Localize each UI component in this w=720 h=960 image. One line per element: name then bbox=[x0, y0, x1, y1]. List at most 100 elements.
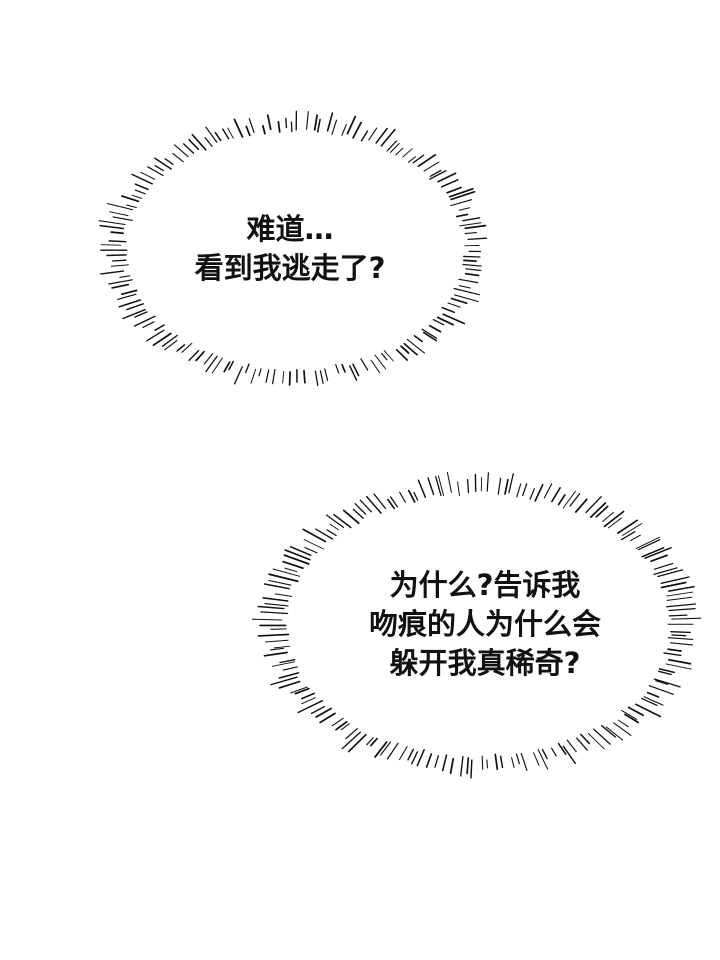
burst-1-stroke bbox=[303, 369, 306, 384]
burst-1-stroke bbox=[422, 331, 438, 342]
burst-1-stroke bbox=[442, 313, 466, 325]
burst-2-stroke bbox=[666, 591, 694, 597]
burst-1-stroke bbox=[462, 263, 482, 267]
burst-2-stroke bbox=[413, 491, 419, 501]
burst-2-stroke bbox=[622, 523, 643, 536]
burst-1-stroke bbox=[140, 171, 156, 180]
burst-1-stroke bbox=[248, 118, 255, 133]
burst-2-stroke bbox=[278, 672, 300, 679]
burst-2-stroke bbox=[341, 731, 361, 750]
burst-2-stroke bbox=[335, 721, 348, 731]
burst-1-stroke bbox=[352, 121, 362, 139]
burst-1-stroke bbox=[465, 268, 482, 272]
burst-1-stroke bbox=[455, 213, 469, 218]
burst-2-stroke bbox=[263, 583, 290, 590]
burst-2-stroke bbox=[387, 498, 396, 510]
burst-2-stroke bbox=[331, 717, 344, 727]
burst-1-stroke bbox=[204, 137, 213, 147]
burst-2-stroke bbox=[669, 642, 694, 646]
burst-2-stroke bbox=[272, 568, 301, 577]
burst-1-stroke bbox=[335, 364, 340, 374]
burst-1-stroke bbox=[437, 172, 457, 183]
burst-2-stroke bbox=[389, 496, 399, 508]
burst-1-stroke bbox=[386, 140, 398, 152]
burst-2-stroke bbox=[446, 471, 452, 493]
burst-2-stroke bbox=[333, 513, 352, 529]
burst-1-stroke bbox=[250, 368, 257, 384]
burst-2-stroke bbox=[263, 651, 288, 657]
burst-1-stroke bbox=[109, 211, 129, 217]
burst-2-stroke bbox=[648, 685, 674, 695]
burst-1-stroke bbox=[389, 142, 400, 153]
burst-1-stroke bbox=[402, 148, 413, 158]
burst-1-stroke bbox=[436, 316, 454, 326]
burst-2-stroke bbox=[274, 593, 292, 597]
burst-1-stroke bbox=[118, 299, 142, 308]
burst-1-stroke bbox=[408, 156, 416, 163]
burst-2-stroke bbox=[270, 676, 298, 686]
burst-2-stroke bbox=[576, 737, 588, 751]
burst-1-stroke bbox=[450, 190, 476, 201]
burst-2-stroke bbox=[671, 634, 687, 637]
bubble-2-line-2: 吻痕的人为什么会 bbox=[368, 607, 601, 641]
burst-2-stroke bbox=[668, 614, 688, 617]
burst-2-stroke bbox=[417, 479, 427, 499]
burst-1-stroke bbox=[306, 111, 309, 130]
burst-2-stroke bbox=[268, 573, 299, 583]
burst-2-stroke bbox=[670, 631, 691, 634]
burst-2-stroke bbox=[663, 652, 682, 657]
burst-1-stroke bbox=[412, 154, 425, 164]
burst-1-stroke bbox=[205, 126, 218, 143]
burst-2-stroke bbox=[315, 707, 332, 718]
burst-1-stroke bbox=[450, 297, 468, 305]
burst-2-stroke bbox=[557, 494, 566, 506]
burst-1-stroke bbox=[117, 293, 137, 300]
burst-2-stroke bbox=[516, 483, 522, 498]
burst-1-stroke bbox=[191, 133, 207, 151]
burst-2-stroke bbox=[668, 585, 695, 592]
burst-1-stroke bbox=[121, 195, 140, 203]
burst-2-stroke bbox=[617, 519, 639, 534]
burst-1-stroke bbox=[450, 199, 473, 207]
burst-2-stroke bbox=[342, 509, 360, 525]
burst-1-stroke bbox=[406, 338, 426, 354]
burst-2-stroke bbox=[466, 479, 470, 494]
burst-2-stroke bbox=[460, 756, 464, 777]
burst-2-stroke bbox=[264, 603, 289, 607]
burst-2-stroke bbox=[607, 517, 623, 529]
burst-1-stroke bbox=[245, 125, 251, 137]
bubble-1-text: 难道… 看到我逃走了? bbox=[150, 210, 430, 288]
burst-2-stroke bbox=[658, 670, 672, 676]
burst-1-stroke bbox=[131, 194, 143, 199]
burst-2-stroke bbox=[537, 749, 549, 770]
burst-2-stroke bbox=[303, 539, 324, 550]
burst-1-stroke bbox=[214, 131, 222, 142]
burst-1-stroke bbox=[233, 366, 243, 385]
burst-1-stroke bbox=[464, 272, 480, 277]
burst-1-stroke bbox=[271, 368, 276, 385]
burst-2-stroke bbox=[268, 579, 292, 586]
burst-1-stroke bbox=[346, 115, 357, 135]
burst-1-stroke bbox=[447, 302, 461, 308]
burst-2-stroke bbox=[301, 692, 316, 700]
burst-2-stroke bbox=[399, 491, 406, 503]
burst-2-stroke bbox=[653, 567, 678, 576]
burst-2-stroke bbox=[595, 505, 609, 518]
burst-1-stroke bbox=[326, 112, 334, 132]
burst-2-stroke bbox=[653, 678, 681, 688]
burst-2-stroke bbox=[650, 554, 668, 563]
burst-1-stroke bbox=[432, 318, 445, 326]
burst-2-stroke bbox=[340, 723, 350, 731]
burst-2-stroke bbox=[326, 529, 337, 537]
burst-2-stroke bbox=[366, 737, 374, 746]
burst-1-stroke bbox=[464, 232, 477, 235]
burst-1-stroke bbox=[464, 224, 487, 230]
burst-1-stroke bbox=[100, 270, 125, 275]
burst-2-stroke bbox=[457, 481, 460, 497]
burst-1-stroke bbox=[122, 309, 146, 320]
burst-2-stroke bbox=[653, 562, 674, 570]
burst-1-stroke bbox=[423, 161, 440, 172]
burst-2-stroke bbox=[251, 618, 283, 621]
burst-1-stroke bbox=[453, 287, 481, 296]
